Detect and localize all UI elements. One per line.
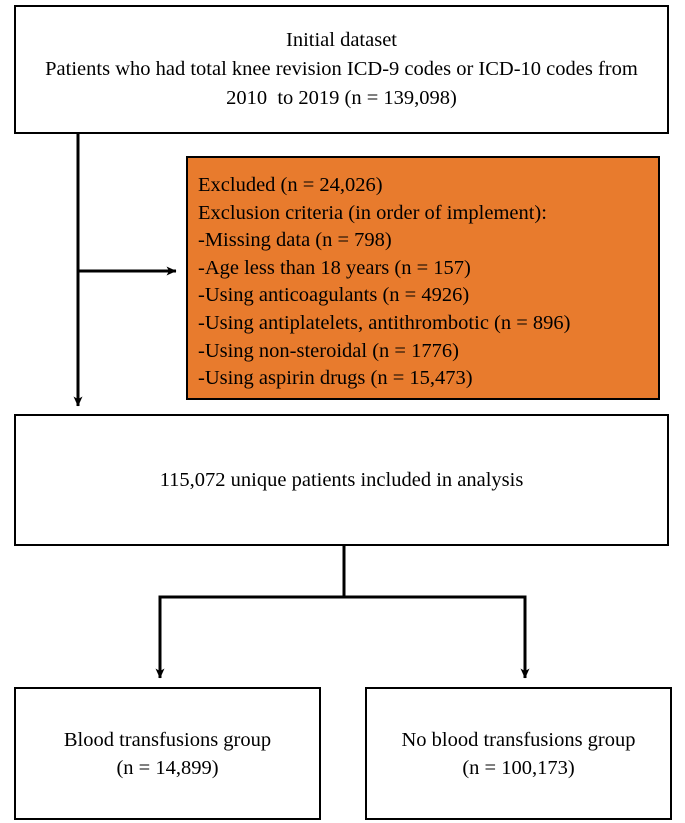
connector-included-split <box>155 546 346 679</box>
excluded-criteria-heading: Exclusion criteria (in order of implemen… <box>198 201 547 224</box>
node-excluded: Excluded (n = 24,026) Exclusion criteria… <box>186 156 660 400</box>
included-patients-line-1: 115,072 unique patients included in anal… <box>159 468 524 491</box>
no-transfusion-group-label: No blood transfusions group <box>401 728 636 751</box>
node-blood-transfusions-group: Blood transfusions group (n = 14,899) <box>14 687 321 820</box>
connector-included-split-right <box>344 595 530 679</box>
initial-dataset-line-2: Patients who had total knee revision ICD… <box>45 58 638 80</box>
transfusion-group-label: Blood transfusions group <box>63 728 272 751</box>
excluded-criterion-antiplatelets: -Using antiplatelets, antithrombotic (n … <box>198 311 571 334</box>
node-initial-dataset: Initial dataset Patients who had total k… <box>14 5 669 134</box>
excluded-total: Excluded (n = 24,026) <box>198 174 383 196</box>
excluded-criterion-age: -Age less than 18 years (n = 157) <box>198 256 471 279</box>
excluded-criterion-aspirin: -Using aspirin drugs (n = 15,473) <box>198 367 473 390</box>
initial-dataset-line-1: Initial dataset <box>286 29 397 51</box>
node-included-patients: 115,072 unique patients included in anal… <box>14 414 669 546</box>
node-no-blood-transfusions-group: No blood transfusions group (n = 100,173… <box>365 687 672 820</box>
excluded-criterion-non-steroidal: -Using non-steroidal (n = 1776) <box>198 339 459 362</box>
transfusion-group-count: (n = 14,899) <box>116 756 219 779</box>
excluded-criterion-missing-data: -Missing data (n = 798) <box>198 229 392 252</box>
initial-dataset-line-3: 2010 to 2019 (n = 139,098) <box>226 87 457 109</box>
excluded-criterion-anticoagulants: -Using anticoagulants (n = 4926) <box>198 284 470 307</box>
no-transfusion-group-count: (n = 100,173) <box>462 756 575 779</box>
